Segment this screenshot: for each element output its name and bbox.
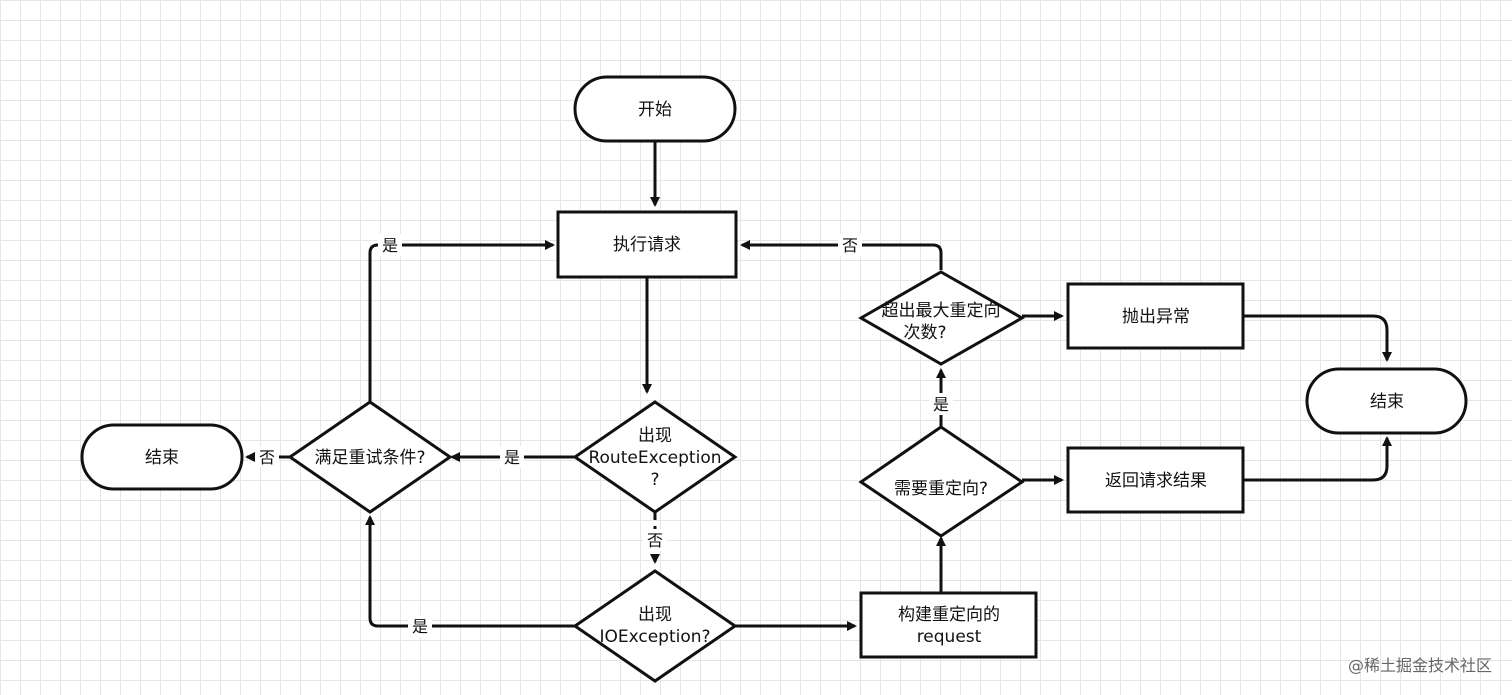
return-result-node[interactable] — [1066, 446, 1245, 514]
exec-request-label: 执行请求 — [613, 235, 681, 255]
route-exception-diamond[interactable] — [572, 400, 738, 514]
end-right-label: 结束 — [1370, 392, 1404, 412]
label-redirect-yes: 是 — [933, 395, 949, 414]
max-redirect-diamond[interactable] — [857, 270, 1026, 366]
watermark-text: @稀土掘金技术社区 — [1348, 656, 1492, 675]
edge-io-to-retry — [365, 515, 582, 628]
route-exception-label-line3: ? — [650, 470, 659, 490]
io-exception-diamond[interactable] — [572, 569, 738, 683]
io-exception-label-line2: IOException? — [599, 627, 710, 647]
return-result-label: 返回请求结果 — [1105, 471, 1207, 491]
label-max-no: 否 — [842, 236, 858, 255]
label-route-yes: 是 — [504, 448, 520, 467]
edge-return-to-end — [1244, 436, 1392, 482]
label-retry-no: 否 — [259, 448, 275, 467]
route-exception-label-line1: 出现 — [638, 426, 672, 446]
build-request-label-line1: 构建重定向的 — [898, 605, 1000, 625]
start-label: 开始 — [638, 100, 672, 120]
start-node[interactable] — [573, 75, 737, 143]
route-exception-label-line2: RouteException — [588, 448, 721, 468]
throw-exception-node[interactable] — [1066, 282, 1245, 350]
label-route-no: 否 — [647, 531, 663, 550]
need-redirect-label: 需要重定向? — [894, 479, 988, 499]
max-redirect-label-line1: 超出最大重定向 — [882, 301, 1001, 321]
throw-exception-label: 抛出异常 — [1122, 307, 1190, 327]
end-left-label: 结束 — [145, 448, 179, 468]
end-left-node[interactable] — [80, 423, 244, 491]
build-request-label-line2: request — [917, 627, 982, 647]
retry-condition-diamond[interactable] — [287, 400, 453, 514]
label-io-yes: 是 — [412, 617, 428, 636]
max-redirect-label-line2: 次数? — [903, 323, 946, 343]
build-request-node[interactable] — [859, 591, 1038, 659]
edge-max-to-exec — [740, 240, 943, 270]
end-right-node[interactable] — [1305, 367, 1468, 435]
edge-retry-to-exec — [368, 240, 555, 402]
io-exception-label-line1: 出现 — [638, 605, 672, 625]
need-redirect-diamond[interactable] — [858, 425, 1025, 538]
label-retry-yes: 是 — [382, 236, 398, 255]
exec-request-node[interactable] — [556, 210, 738, 279]
edge-throw-to-end — [1244, 314, 1392, 362]
retry-condition-label: 满足重试条件? — [314, 448, 425, 468]
